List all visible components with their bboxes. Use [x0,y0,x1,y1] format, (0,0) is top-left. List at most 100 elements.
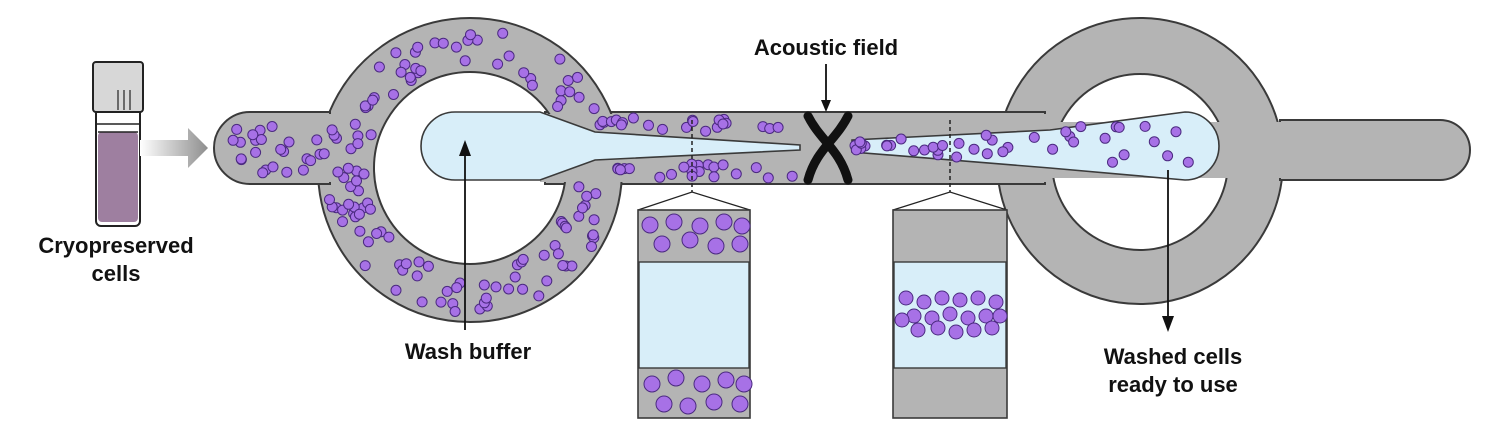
cell [492,58,504,70]
cell [700,125,712,137]
cell [968,143,980,155]
acoustic-field-label: Acoustic field [753,35,899,60]
cell [1075,121,1087,133]
cell [552,248,564,260]
cell [227,134,239,146]
cell [1060,126,1072,138]
cell [441,285,453,297]
cell [371,228,383,239]
cell [275,143,287,155]
cell [267,161,279,173]
cell [895,133,907,145]
cell [390,284,402,296]
cell [898,290,914,306]
cell [762,172,774,184]
cell [691,217,709,235]
cell [614,164,626,176]
cell [927,141,939,153]
cell [541,275,553,287]
cell [981,148,993,160]
cell [588,103,600,115]
cell [257,167,269,179]
cell [517,283,529,295]
cell [560,222,572,234]
cell [412,41,424,53]
cell [708,161,720,173]
cell [590,188,602,200]
cell [318,148,330,160]
cell [786,170,798,182]
cell [586,241,597,252]
cell [573,181,585,193]
cell [952,292,968,308]
cell [1047,143,1059,155]
cell [383,231,395,243]
cell [960,310,976,326]
cell [980,129,992,141]
cell [731,235,749,253]
cell [250,146,262,158]
cell [490,281,502,293]
cell [503,283,515,295]
cell [266,121,278,132]
right-outlet-stub [1279,119,1471,181]
cell [413,256,425,268]
cell [351,175,362,187]
washed-cells-label: Washed cells ready to use [1103,344,1243,397]
cell [404,71,416,83]
cell [422,260,434,272]
cell [564,86,576,98]
cell [362,236,374,248]
cell [707,237,725,255]
cell [1068,136,1080,148]
cell [364,203,376,215]
cell [1170,126,1182,138]
cell [581,190,593,202]
cell [577,202,588,214]
cell [715,213,733,231]
cell [297,164,309,176]
cell [557,260,569,271]
wash-buffer-label: Wash buffer [404,339,532,364]
cell [1113,121,1125,133]
cell [735,375,753,393]
cell [411,270,423,282]
cell [657,123,668,135]
cell [400,258,412,270]
inlet-arrow-icon [140,128,208,168]
cell [416,296,428,308]
cell [970,290,986,306]
cell [666,168,677,180]
cell [643,375,661,393]
cell [730,168,742,180]
cell [305,155,317,167]
cell [509,271,521,283]
cell [449,306,461,317]
cell [772,121,784,133]
cell [459,55,471,67]
cells-layer [227,27,1194,317]
cell [750,162,762,174]
cell [247,129,259,141]
cell [343,198,355,210]
cell [881,140,893,152]
cell [390,47,402,59]
cell [478,279,490,291]
cell [415,65,427,77]
cell [615,119,627,131]
vial-icon [92,61,144,227]
cell [367,94,379,106]
cell [538,249,550,261]
leader-left-fan [637,191,751,211]
cell [653,235,671,253]
cell [908,145,920,157]
cell [665,213,683,231]
cell [497,27,509,39]
cell [359,260,371,272]
cell [562,75,574,86]
cell [324,194,335,206]
cell [679,397,697,415]
cell [641,216,659,234]
cell [395,66,407,78]
